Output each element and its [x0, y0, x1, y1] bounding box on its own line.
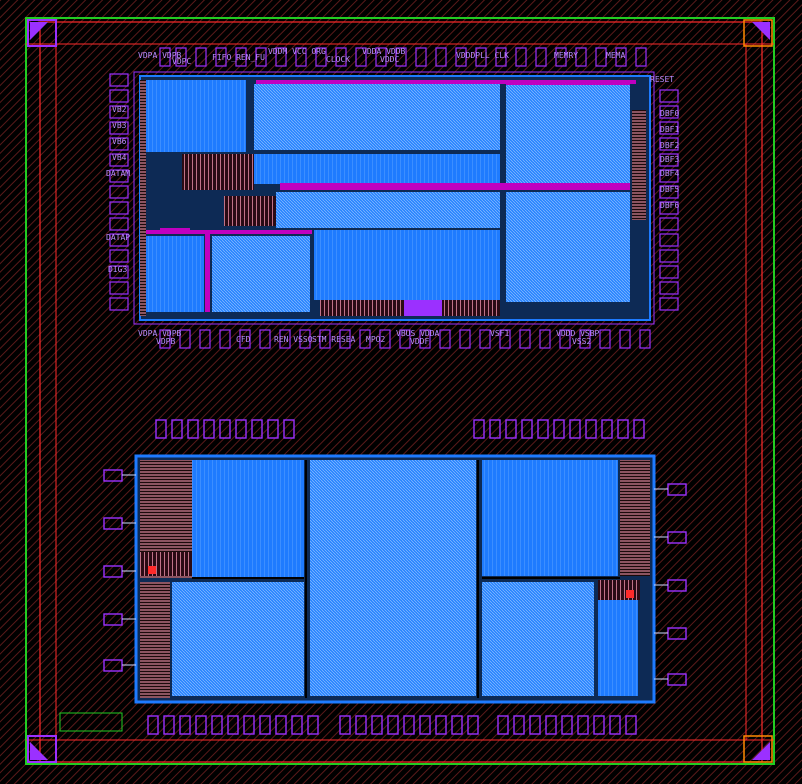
bottom-macro [134, 454, 656, 704]
top-label: MEMA [606, 51, 625, 60]
top-label: VDDM VCC ORG [268, 47, 326, 56]
left-label: VB2 [112, 105, 127, 114]
bottom-macro-pads [103, 419, 687, 735]
logo-box [59, 712, 123, 732]
left-label: DATAM [106, 169, 130, 178]
right-pin-labels: RESET DBF0 DBF1 DBF2 DBF3 DBF4 DBF5 DBF6 [650, 75, 679, 210]
right-label: DBF3 [660, 155, 679, 164]
bottom-label: REN VSSO [274, 335, 313, 344]
left-label: DIG3 [108, 265, 127, 274]
top-label: VDDA VDDB [362, 47, 406, 56]
bottom-label: CFD [236, 335, 251, 344]
bottom-label: VSF1 [490, 329, 509, 338]
left-label: DATAP [106, 233, 130, 242]
top-label: VDDC [380, 55, 399, 64]
left-pin-labels: VB2 VB3 VB6 VB4 DATAM DATAP DIG3 [106, 105, 130, 274]
right-label: DBF4 [660, 169, 679, 178]
right-label: DBF1 [660, 125, 679, 134]
bottom-label: MPO2 [366, 335, 385, 344]
left-label: VB4 [112, 153, 127, 162]
seal-ring-outer [39, 21, 763, 763]
right-label: DBF0 [660, 109, 679, 118]
top-label: FIFO_REN_FU [212, 53, 265, 62]
bottom-label: VDDF [410, 337, 429, 346]
top-macro-pads [109, 47, 679, 349]
die-outline [25, 17, 775, 765]
right-label: DBF6 [660, 201, 679, 210]
bottom-label: STM RESEA [312, 335, 356, 344]
right-label: DBF5 [660, 185, 679, 194]
bottom-pin-labels: VDPA VDPB VDPB CFD REN VSSO STM RESEA MP… [138, 329, 600, 346]
top-label: CLOCK [326, 55, 350, 64]
bottom-label: VSS2 [572, 337, 591, 346]
bottom-label: VDDD VSBP [556, 329, 600, 338]
bottom-label: VDPB [156, 337, 175, 346]
bottom-label: VDPA VDPB [138, 329, 182, 338]
left-label: VB3 [112, 121, 127, 130]
top-label: VDDDPLL CLK [456, 51, 509, 60]
left-label: VB6 [112, 137, 127, 146]
corner-cells [27, 19, 773, 763]
top-label: VDPA VDPB [138, 51, 182, 60]
bottom-label: VBUS VDDA [396, 329, 440, 338]
top-pin-labels: VDPA VDPB VDPC FIFO_REN_FU VDDM VCC ORG … [138, 47, 625, 66]
top-label: VDPC [172, 57, 191, 66]
right-label: DBF2 [660, 141, 679, 150]
top-label: MEMRY [554, 51, 578, 60]
top-macro [133, 71, 655, 325]
bottom-pad-connectors [122, 474, 668, 680]
right-label: RESET [650, 75, 674, 84]
